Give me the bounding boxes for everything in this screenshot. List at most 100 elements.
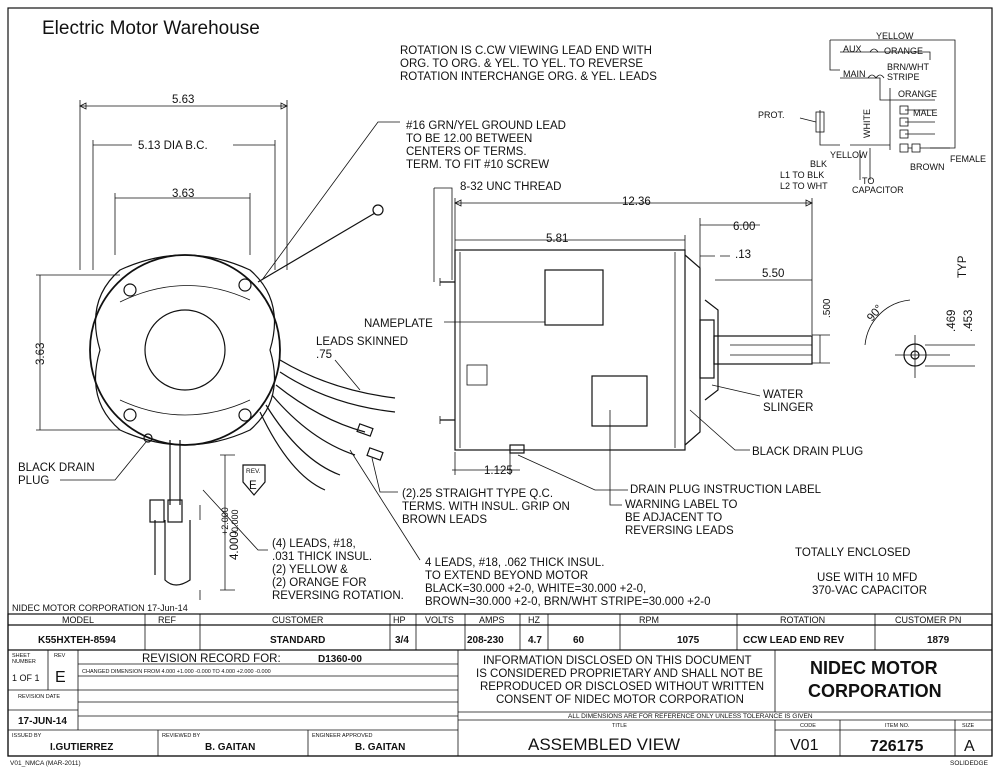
svg-text:ITEM NO.: ITEM NO. <box>885 723 910 729</box>
svg-text:17-JUN-14: 17-JUN-14 <box>18 716 67 727</box>
shaft-detail: 90° TYP .469 .453 <box>864 255 975 378</box>
svg-text:ORG. TO ORG. & YEL. TO YEL. TO: ORG. TO ORG. & YEL. TO YEL. TO REVERSE <box>400 58 643 70</box>
svg-text:208-230: 208-230 <box>467 635 504 646</box>
svg-text:CCW LEAD END REV: CCW LEAD END REV <box>743 635 844 646</box>
svg-text:I.GUTIERREZ: I.GUTIERREZ <box>50 742 113 753</box>
svg-text:BRN/WHT: BRN/WHT <box>887 62 929 72</box>
svg-text:TO BE 12.00 BETWEEN: TO BE 12.00 BETWEEN <box>406 133 532 145</box>
ground-terminal-icon <box>372 204 384 216</box>
svg-text:REPRODUCED OR DISCLOSED WITHOU: REPRODUCED OR DISCLOSED WITHOUT WRITTEN <box>480 681 764 693</box>
svg-text:3/4: 3/4 <box>395 635 409 646</box>
svg-text:ROTATION INTERCHANGE ORG. & YE: ROTATION INTERCHANGE ORG. & YEL. LEADS <box>400 71 657 83</box>
svg-text:5.13 DIA B.C.: 5.13 DIA B.C. <box>138 140 208 152</box>
motor-body <box>454 249 686 451</box>
svg-text:.031 THICK INSUL.: .031 THICK INSUL. <box>272 551 372 563</box>
title-block: NIDEC MOTOR CORPORATION 17-Jun-14 MODEL … <box>7 603 993 767</box>
svg-text:(4) LEADS, #18,: (4) LEADS, #18, <box>272 538 356 550</box>
wiring-diagram: YELLOW AUX ORANGE MAIN BRN/WHT STRIPE OR… <box>758 31 986 195</box>
svg-text:STRIPE: STRIPE <box>887 72 920 82</box>
svg-text:V01: V01 <box>790 737 819 754</box>
svg-text:TO: TO <box>862 176 874 186</box>
svg-text:TERMS. WITH INSUL. GRIP ON: TERMS. WITH INSUL. GRIP ON <box>402 501 570 513</box>
svg-text:NIDEC MOTOR CORPORATION 17-Jun: NIDEC MOTOR CORPORATION 17-Jun-14 <box>12 603 188 613</box>
svg-text:1.125: 1.125 <box>484 465 513 477</box>
svg-text:CUSTOMER: CUSTOMER <box>272 615 324 625</box>
drain-plug-hole <box>143 433 153 443</box>
svg-text:ORANGE: ORANGE <box>884 46 923 56</box>
svg-text:WATER: WATER <box>763 389 803 401</box>
svg-text:4.7: 4.7 <box>528 635 542 646</box>
svg-text:SOLIDEDGE: SOLIDEDGE <box>950 760 989 767</box>
svg-text:REV: REV <box>54 653 66 659</box>
spec-values: K55HXTEH-8594 STANDARD 3/4 208-230 4.7 6… <box>38 635 950 646</box>
svg-text:.500: .500 <box>822 298 833 318</box>
svg-text:370-VAC CAPACITOR: 370-VAC CAPACITOR <box>812 585 927 597</box>
svg-text:REVISION DATE: REVISION DATE <box>18 694 60 700</box>
svg-text:L1 TO BLK: L1 TO BLK <box>780 170 824 180</box>
drawing-title: ASSEMBLED VIEW <box>528 735 680 754</box>
svg-text:TO EXTEND BEYOND MOTOR: TO EXTEND BEYOND MOTOR <box>425 570 588 582</box>
svg-text:IS CONSIDERED PROPRIETARY AND: IS CONSIDERED PROPRIETARY AND SHALL NOT … <box>476 668 763 680</box>
svg-text:USE WITH 10 MFD: USE WITH 10 MFD <box>817 572 917 584</box>
enclosure-notes: TOTALLY ENCLOSED USE WITH 10 MFD 370-VAC… <box>795 547 927 597</box>
svg-text:NAMEPLATE: NAMEPLATE <box>364 318 433 330</box>
svg-text:E: E <box>249 480 257 492</box>
svg-text:REF: REF <box>158 615 177 625</box>
spec-headers: MODEL REF CUSTOMER HP VOLTS AMPS HZ RPM … <box>62 615 961 625</box>
svg-text:E: E <box>55 669 66 686</box>
svg-text:BLK: BLK <box>810 159 827 169</box>
svg-text:3.63: 3.63 <box>35 343 47 365</box>
svg-text:LEADS SKINNED: LEADS SKINNED <box>316 336 408 348</box>
svg-text:REVERSING ROTATION.: REVERSING ROTATION. <box>272 590 404 602</box>
svg-text:BROWN=30.000 +2-0, BRN/WHT STR: BROWN=30.000 +2-0, BRN/WHT STRIPE=30.000… <box>425 596 711 608</box>
svg-text:BROWN: BROWN <box>910 162 945 172</box>
svg-text:BLACK DRAIN PLUG: BLACK DRAIN PLUG <box>752 446 863 458</box>
svg-text:STANDARD: STANDARD <box>270 635 325 646</box>
svg-text:YELLOW: YELLOW <box>830 150 868 160</box>
shaft-boss <box>144 309 226 391</box>
proprietary-note: INFORMATION DISCLOSED ON THIS DOCUMENT I… <box>476 655 764 706</box>
svg-text:REV.: REV. <box>246 468 261 475</box>
end-bell-outline <box>89 254 281 446</box>
svg-text:A: A <box>964 738 975 755</box>
svg-text:ALL DIMENSIONS ARE FOR REFEREN: ALL DIMENSIONS ARE FOR REFERENCE ONLY UN… <box>568 713 813 720</box>
svg-text:12.36: 12.36 <box>622 196 651 208</box>
svg-text:BE ADJACENT TO: BE ADJACENT TO <box>625 512 722 524</box>
svg-text:CENTERS OF TERMS.: CENTERS OF TERMS. <box>406 146 527 158</box>
svg-text:WARNING LABEL TO: WARNING LABEL TO <box>625 499 738 511</box>
svg-text:5.81: 5.81 <box>546 233 568 245</box>
svg-text:L2 TO WHT: L2 TO WHT <box>780 181 828 191</box>
svg-text:B. GAITAN: B. GAITAN <box>355 742 405 753</box>
svg-text:SHEET: SHEET <box>12 653 31 659</box>
svg-text:TITLE: TITLE <box>612 723 627 729</box>
svg-text:BROWN LEADS: BROWN LEADS <box>402 514 487 526</box>
svg-text:CUSTOMER PN: CUSTOMER PN <box>895 615 961 625</box>
svg-text:HZ: HZ <box>528 615 540 625</box>
svg-text:BLACK DRAIN: BLACK DRAIN <box>18 462 95 474</box>
svg-text:TYP: TYP <box>957 255 969 278</box>
end-view: 5.63 5.13 DIA B.C. 3.63 3.63 #16 GRN/YEL… <box>18 94 711 608</box>
svg-text:-0.000: -0.000 <box>230 509 240 535</box>
svg-text:4.000: 4.000 <box>229 531 241 560</box>
svg-text:AMPS: AMPS <box>479 615 505 625</box>
svg-text:CAPACITOR: CAPACITOR <box>852 185 904 195</box>
svg-text:VOLTS: VOLTS <box>425 615 454 625</box>
svg-text:.75: .75 <box>316 349 332 361</box>
svg-text:MODEL: MODEL <box>62 615 94 625</box>
svg-text:#16 GRN/YEL GROUND LEAD: #16 GRN/YEL GROUND LEAD <box>406 120 566 132</box>
svg-text:90°: 90° <box>865 303 885 324</box>
svg-text:REVERSING LEADS: REVERSING LEADS <box>625 525 734 537</box>
svg-text:TOTALLY ENCLOSED: TOTALLY ENCLOSED <box>795 547 910 559</box>
svg-text:ENGINEER APPROVED: ENGINEER APPROVED <box>312 733 373 739</box>
svg-text:6.00: 6.00 <box>733 221 755 233</box>
svg-text:INFORMATION DISCLOSED ON THIS: INFORMATION DISCLOSED ON THIS DOCUMENT <box>483 655 752 667</box>
svg-text:5.50: 5.50 <box>762 268 784 280</box>
svg-text:REVIEWED BY: REVIEWED BY <box>162 733 201 739</box>
svg-text:PROT.: PROT. <box>758 110 785 120</box>
svg-text:ROTATION: ROTATION <box>780 615 825 625</box>
svg-text:(2).25 STRAIGHT TYPE Q.C.: (2).25 STRAIGHT TYPE Q.C. <box>402 488 553 500</box>
svg-text:ORANGE: ORANGE <box>898 89 937 99</box>
svg-text:YELLOW: YELLOW <box>876 31 914 41</box>
svg-text:CONSENT OF NIDEC MOTOR CORPORA: CONSENT OF NIDEC MOTOR CORPORATION <box>496 694 744 706</box>
